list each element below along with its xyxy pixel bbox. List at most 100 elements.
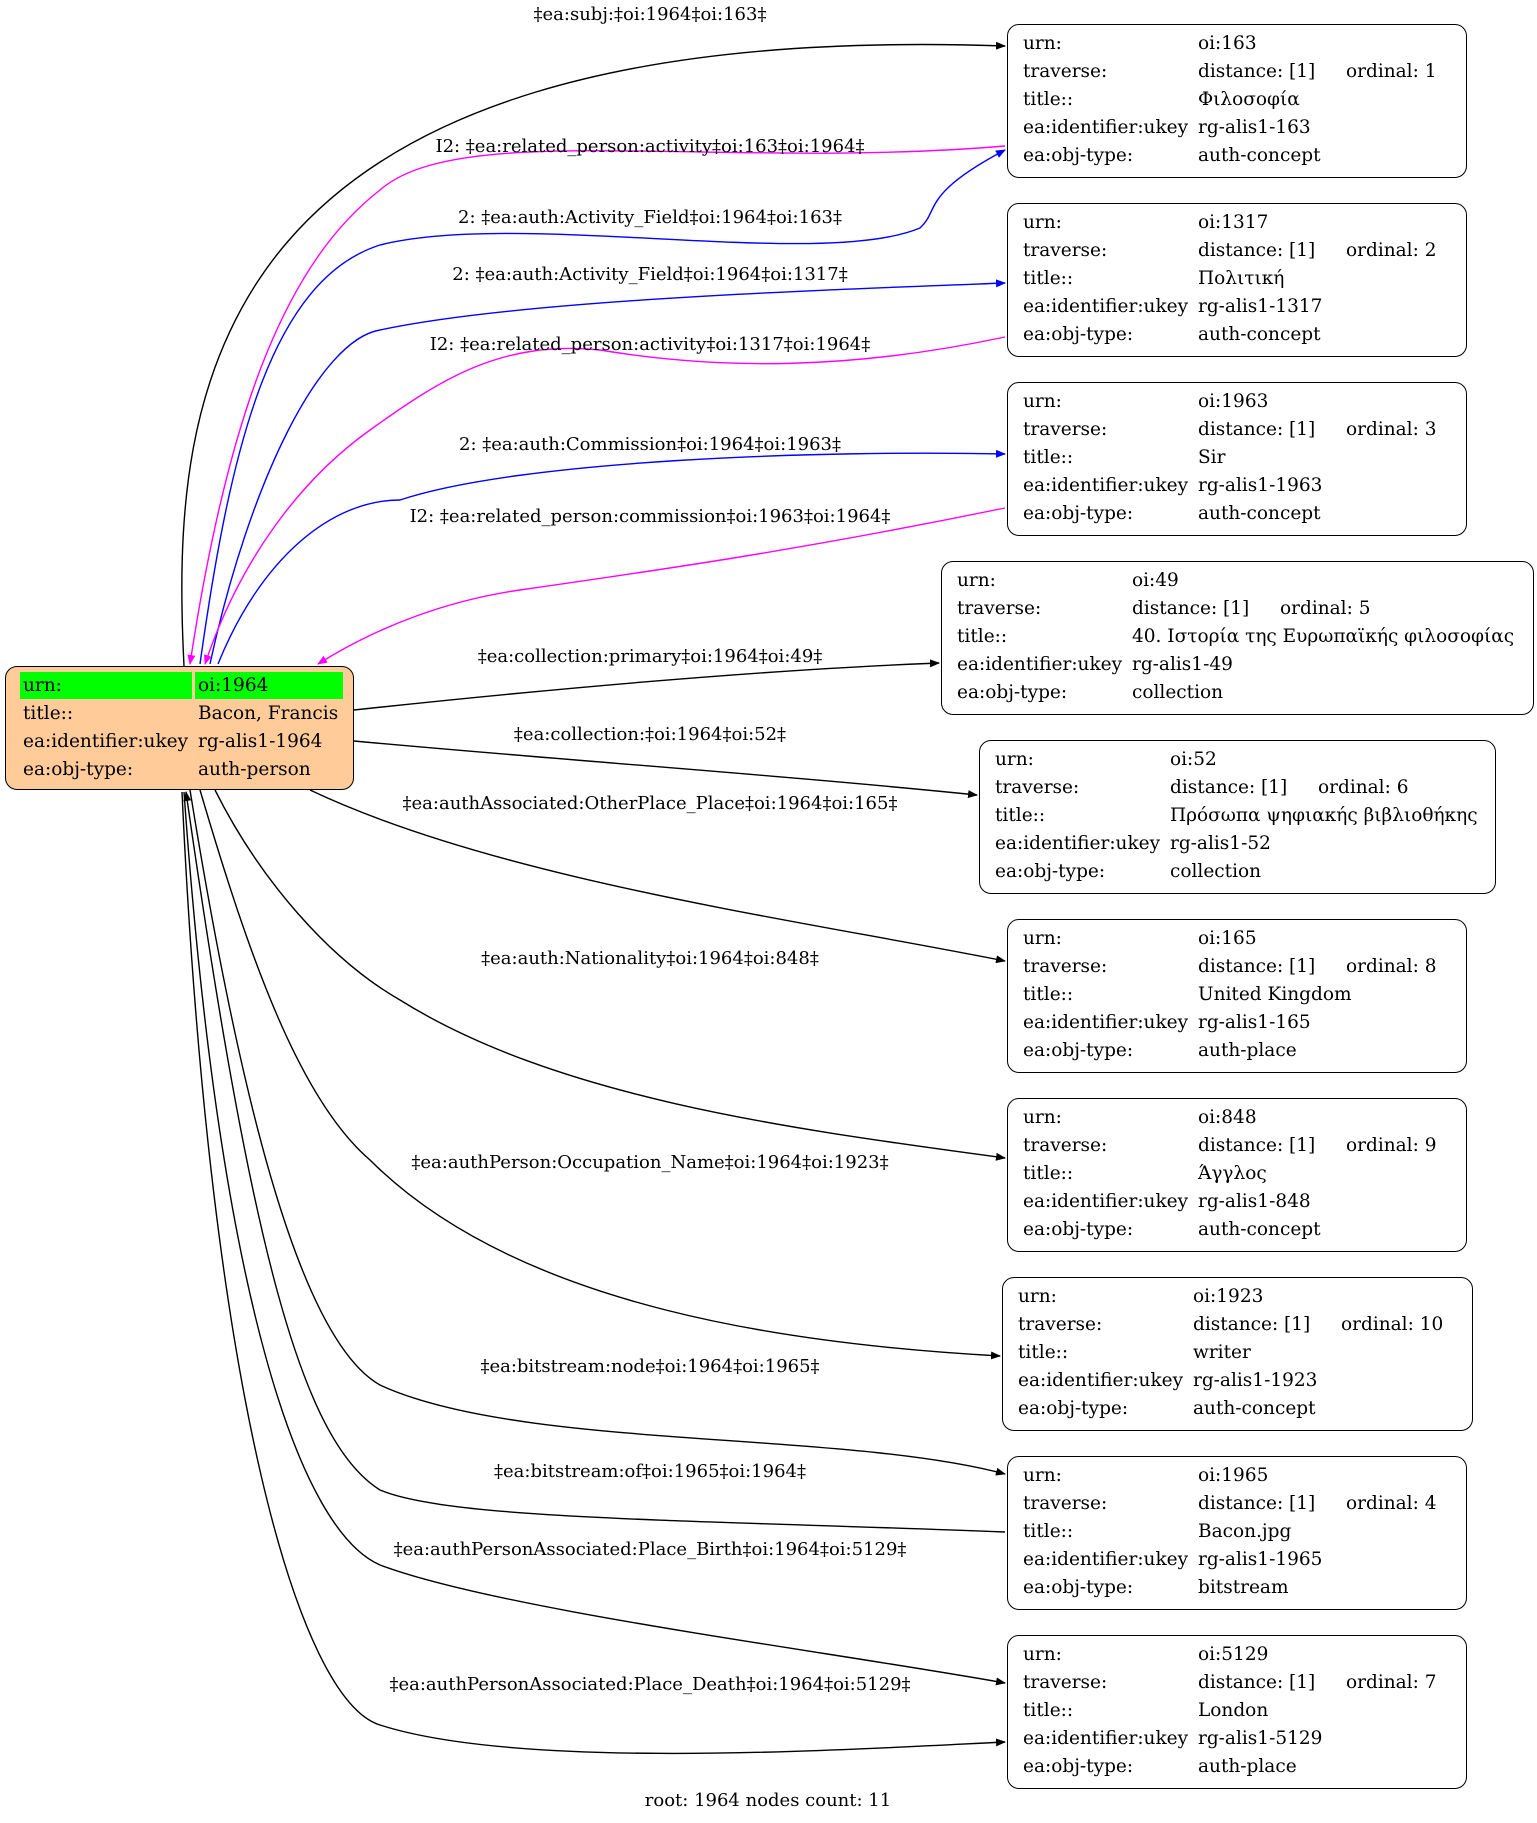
node-ordinal: ordinal: 8 [1346, 956, 1437, 977]
node-value-ukey: rg-alis1-163 [1198, 117, 1311, 138]
node-key-traverse: traverse: [995, 777, 1080, 798]
node-value-urn: oi:163 [1198, 33, 1257, 54]
node-key-type: ea:obj-type: [1023, 1040, 1134, 1061]
root-value-type: auth-person [198, 759, 311, 780]
node-ordinal: ordinal: 5 [1280, 598, 1371, 619]
node-value-ukey: rg-alis1-1317 [1198, 296, 1323, 317]
edge-16 [181, 791, 1006, 1755]
node-value-ukey: rg-alis1-848 [1198, 1191, 1311, 1212]
edge-9 [353, 740, 978, 799]
node-key-type: ea:obj-type: [995, 861, 1106, 882]
node-value-type: auth-concept [1198, 145, 1321, 166]
edge-label-1: ‡ea:subj:‡oi:1964‡oi:163‡ [534, 4, 767, 25]
node-value-ukey: rg-alis1-49 [1132, 654, 1233, 675]
node-ordinal: ordinal: 2 [1346, 240, 1437, 261]
node-ordinal: ordinal: 1 [1346, 61, 1437, 82]
node-key-title: title:: [1018, 1342, 1069, 1363]
node-key-title: title:: [1023, 447, 1074, 468]
node-key-traverse: traverse: [1018, 1314, 1103, 1335]
edge-label-15: ‡ea:authPersonAssociated:Place_Birth‡oi:… [394, 1539, 907, 1560]
node-value-title: writer [1193, 1342, 1251, 1363]
node-key-type: ea:obj-type: [957, 682, 1068, 703]
node-key-type: ea:obj-type: [1023, 503, 1134, 524]
node-key-ukey: ea:identifier:ukey [1018, 1370, 1184, 1391]
node-key-urn: urn: [1023, 212, 1062, 233]
node-value-traverse: distance: [1] [1198, 240, 1316, 261]
node-key-title: title:: [1023, 1521, 1074, 1542]
edge-2 [187, 145, 1006, 665]
root-key-title: title:: [23, 703, 74, 724]
edge-5 [204, 336, 1006, 665]
node-value-traverse: distance: [1] [1198, 61, 1316, 82]
node-key-ukey: ea:identifier:ukey [1023, 1012, 1189, 1033]
root-node[interactable]: urn: oi:1964 title:: Bacon, Francis ea:i… [5, 666, 354, 790]
node-key-traverse: traverse: [1023, 419, 1108, 440]
node-value-title: London [1198, 1700, 1269, 1721]
node-value-type: auth-concept [1198, 503, 1321, 524]
edge-label-8: ‡ea:collection:primary‡oi:1964‡oi:49‡ [478, 646, 823, 667]
edge-7 [317, 507, 1006, 665]
edge-1 [181, 41, 1006, 667]
node-key-title: title:: [1023, 89, 1074, 110]
node-key-title: title:: [1023, 984, 1074, 1005]
node-value-urn: oi:1965 [1198, 1465, 1269, 1486]
node-value-title: 40. Ιστορία της Ευρωπαϊκής φιλοσοφίας [1132, 626, 1515, 647]
edge-11 [214, 789, 1006, 1161]
edge-label-2: I2: ‡ea:related_person:activity‡oi:163‡o… [435, 136, 864, 157]
node-ordinal: ordinal: 10 [1341, 1314, 1444, 1335]
node-key-ukey: ea:identifier:ukey [1023, 1549, 1189, 1570]
node-value-type: auth-concept [1198, 1219, 1321, 1240]
node-key-traverse: traverse: [1023, 956, 1108, 977]
node-value-traverse: distance: [1] [1198, 419, 1316, 440]
node-key-ukey: ea:identifier:ukey [1023, 475, 1189, 496]
node-key-traverse: traverse: [1023, 61, 1108, 82]
node-value-type: auth-place [1198, 1040, 1297, 1061]
node-key-urn: urn: [1018, 1286, 1057, 1307]
node-value-ukey: rg-alis1-5129 [1198, 1728, 1323, 1749]
node-key-ukey: ea:identifier:ukey [1023, 1728, 1189, 1749]
node-key-ukey: ea:identifier:ukey [995, 833, 1161, 854]
node-value-urn: oi:848 [1198, 1107, 1257, 1128]
node-key-ukey: ea:identifier:ukey [1023, 117, 1189, 138]
node-value-title: United Kingdom [1198, 984, 1352, 1005]
node-key-title: title:: [1023, 1700, 1074, 1721]
edge-10 [309, 789, 1006, 964]
edge-label-3: 2: ‡ea:auth:Activity_Field‡oi:1964‡oi:16… [458, 207, 842, 228]
root-value-ukey: rg-alis1-1964 [198, 731, 323, 752]
node-value-traverse: distance: [1] [1198, 1493, 1316, 1514]
node-key-title: title:: [957, 626, 1008, 647]
node-value-title: Φιλοσοφία [1198, 89, 1300, 110]
node-value-ukey: rg-alis1-165 [1198, 1012, 1311, 1033]
node-key-type: ea:obj-type: [1023, 1219, 1134, 1240]
node-key-title: title:: [1023, 268, 1074, 289]
node-key-urn: urn: [1023, 33, 1062, 54]
node-key-ukey: ea:identifier:ukey [957, 654, 1123, 675]
node-key-urn: urn: [1023, 928, 1062, 949]
node-key-title: title:: [1023, 1163, 1074, 1184]
edge-label-14: ‡ea:bitstream:of‡oi:1965‡oi:1964‡ [494, 1461, 806, 1482]
edge-label-7: I2: ‡ea:related_person:commission‡oi:196… [410, 506, 891, 527]
node-value-urn: oi:52 [1170, 749, 1217, 770]
node-value-ukey: rg-alis1-1963 [1198, 475, 1323, 496]
edge-13 [189, 789, 1006, 1476]
node-value-traverse: distance: [1] [1193, 1314, 1311, 1335]
node-value-type: collection [1132, 682, 1224, 703]
node-ordinal: ordinal: 9 [1346, 1135, 1437, 1156]
node-oi-163[interactable]: urn: oi:163 traverse: distance: [1] ordinal:… [1007, 24, 1467, 178]
node-key-urn: urn: [957, 570, 996, 591]
node-value-urn: oi:165 [1198, 928, 1257, 949]
edge-15 [183, 791, 1006, 1686]
node-key-urn: urn: [1023, 391, 1062, 412]
node-value-title: Πολιτική [1198, 268, 1285, 289]
edge-label-12: ‡ea:authPerson:Occupation_Name‡oi:1964‡o… [411, 1152, 888, 1173]
